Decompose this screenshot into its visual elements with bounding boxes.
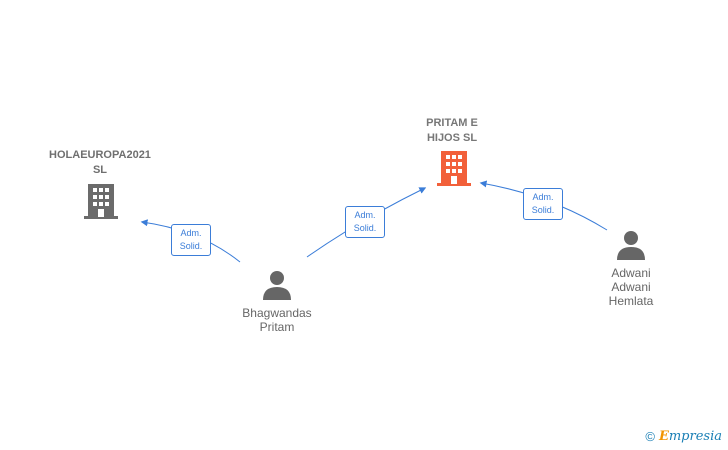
person-name-bhagwandas[interactable]: Bhagwandas Pritam — [242, 306, 312, 334]
relation-badge-bhagwandas-holaeuropa[interactable]: Adm. Solid. — [171, 224, 211, 256]
person-name-adwani[interactable]: Adwani Adwani Hemlata — [608, 266, 654, 308]
company-name-holaeuropa[interactable]: HOLAEUROPA2021 SL — [49, 149, 151, 176]
brand-logo[interactable]: Empresia — [658, 429, 722, 444]
relation-badge-bhagwandas-pritam[interactable]: Adm. Solid. — [345, 206, 385, 238]
company-name-pritam-hijos[interactable]: PRITAM E HIJOS SL — [426, 117, 478, 144]
footer-brand: © Empresia — [645, 428, 722, 445]
building-icon[interactable] — [437, 151, 471, 187]
relation-badge-adwani-pritam[interactable]: Adm. Solid. — [523, 188, 563, 220]
copyright-icon: © — [645, 428, 655, 444]
person-icon[interactable] — [262, 270, 292, 300]
building-icon[interactable] — [84, 184, 118, 220]
person-icon[interactable] — [616, 230, 646, 260]
